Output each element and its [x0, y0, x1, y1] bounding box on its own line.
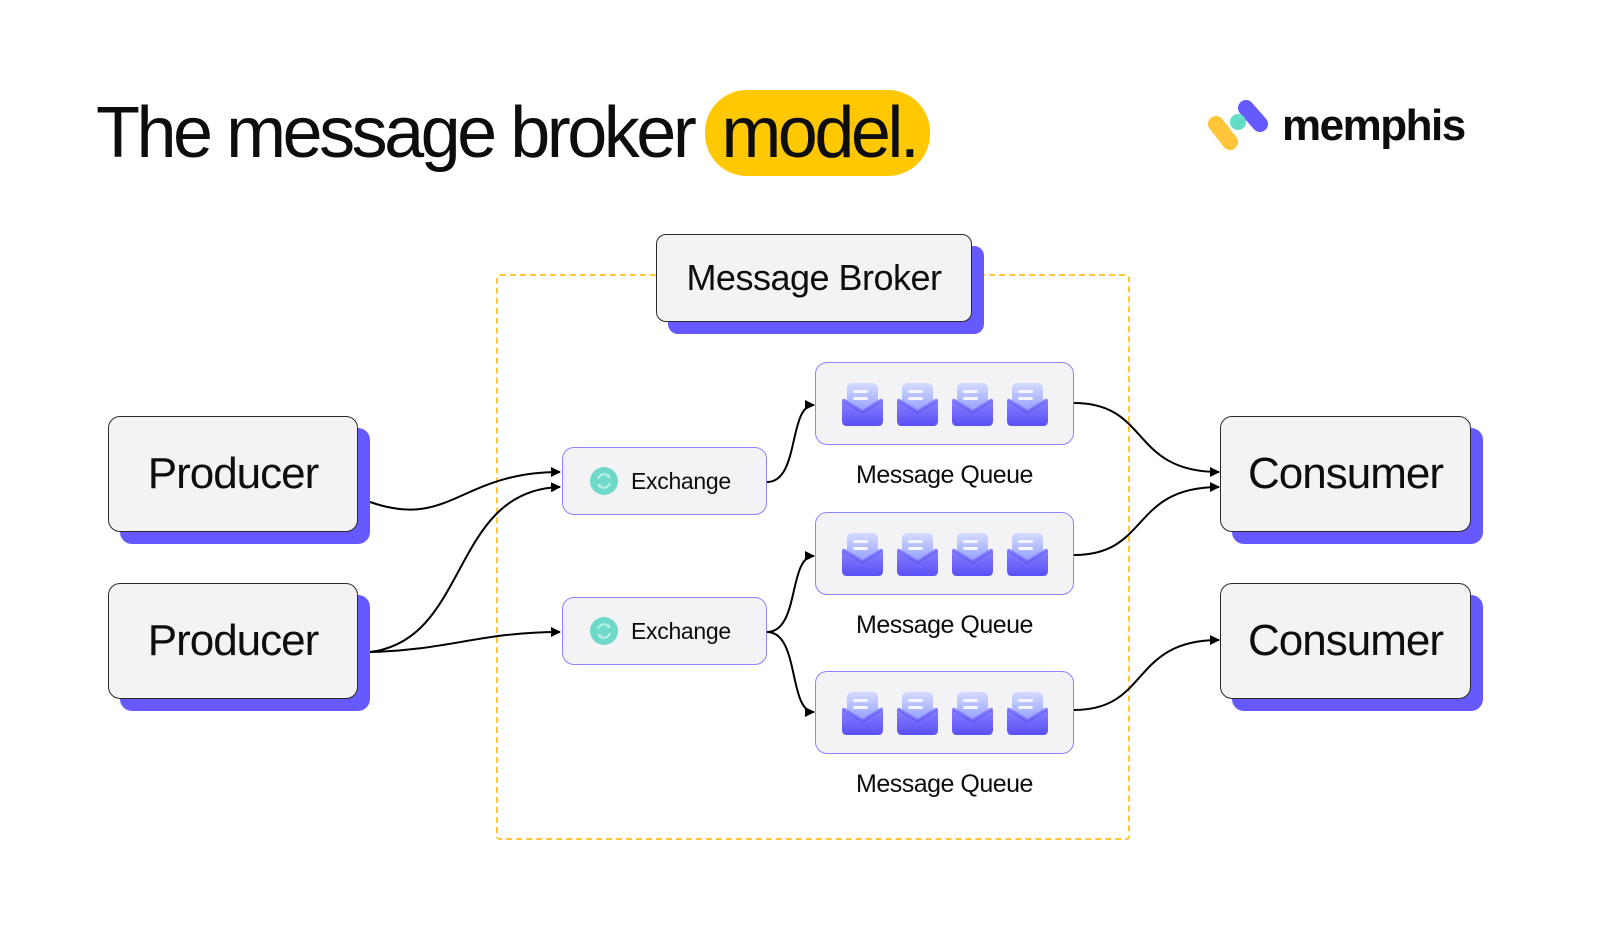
consumer-card: Consumer [1220, 583, 1471, 699]
arrow-producer1-exchange1 [369, 467, 561, 511]
message-queue-label: Message Queue [856, 611, 1033, 639]
arrow-producer2-exchange2 [369, 627, 561, 653]
envelope-icon [896, 691, 938, 735]
brand-name: memphis [1282, 101, 1466, 150]
consumer-card: Consumer [1220, 416, 1471, 532]
title-highlight: model. [705, 90, 931, 176]
envelope-icon [841, 532, 883, 576]
exchange-label: Exchange [631, 617, 731, 644]
envelope-icon [1006, 532, 1048, 576]
arrow-queue1-consumer1 [1073, 402, 1220, 477]
arrow-exchange2-queue2 [766, 551, 815, 633]
refresh-icon [590, 467, 618, 495]
message-queue [815, 512, 1074, 595]
envelope-icon [1006, 382, 1048, 426]
memphis-logo: memphis [1208, 100, 1466, 152]
message-queue [815, 671, 1074, 754]
exchange-node: Exchange [562, 597, 767, 665]
exchange-label: Exchange [631, 467, 731, 494]
exchange-node: Exchange [562, 447, 767, 515]
message-queue [815, 362, 1074, 445]
producer-card: Producer [108, 416, 358, 532]
envelope-icon [951, 532, 993, 576]
envelope-icon [1006, 691, 1048, 735]
consumer-label: Consumer [1248, 616, 1444, 665]
producer-card: Producer [108, 583, 358, 699]
message-queue-label: Message Queue [856, 461, 1033, 489]
arrow-exchange1-queue1 [766, 400, 815, 483]
memphis-logo-icon [1208, 100, 1268, 150]
arrow-queue2-consumer1 [1073, 482, 1220, 556]
arrow-producer2-exchange1 [369, 482, 561, 653]
arrow-exchange2-queue3 [766, 631, 815, 717]
title-main: The message broker [96, 93, 697, 173]
envelope-icon [896, 532, 938, 576]
producer-label: Producer [147, 616, 320, 665]
message-broker-card: Message Broker [656, 234, 972, 322]
refresh-icon [590, 617, 618, 645]
envelope-icon [896, 382, 938, 426]
message-broker-label: Message Broker [686, 257, 942, 298]
consumer-label: Consumer [1248, 449, 1444, 498]
envelope-icon [951, 382, 993, 426]
producer-label: Producer [147, 449, 320, 498]
envelope-icon [841, 382, 883, 426]
message-queue-label: Message Queue [856, 770, 1033, 798]
page-title: The message broker model. [96, 90, 931, 176]
envelope-icon [841, 691, 883, 735]
envelope-icon [951, 691, 993, 735]
arrow-queue3-consumer2 [1073, 635, 1220, 711]
